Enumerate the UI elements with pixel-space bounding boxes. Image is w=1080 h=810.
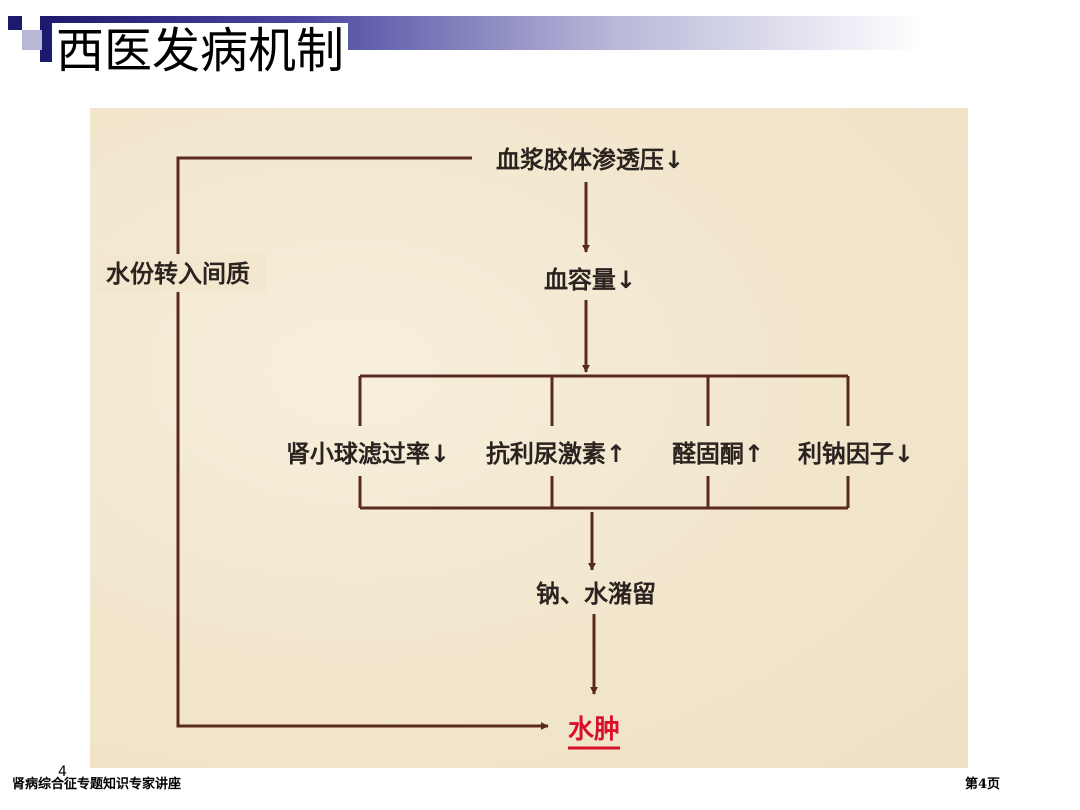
footer-page-label: 第4页 (964, 777, 1000, 792)
footer-course-title: 肾病综合征专题知识专家讲座 (12, 777, 182, 792)
title-decor-square (8, 16, 22, 30)
slide-title-text: 西医发病机制 (52, 23, 349, 79)
node-retention: 钠、水潴留 (536, 580, 656, 608)
node-blood-volume: 血容量↓ (544, 266, 636, 294)
factor-natriuretic: 利钠因子↓ (798, 440, 914, 468)
diagram-svg: 水份转入间质 血浆胶体渗透压↓ 血容量↓ 肾小球滤过率↓ 抗利尿激素↑ 醛固酮↑… (90, 146, 914, 750)
node-plasma-pressure: 血浆胶体渗透压↓ (496, 146, 684, 174)
slide-title: 西医发病机制 (52, 16, 349, 86)
footer-slide-number: 4 (58, 764, 67, 780)
loop-connector (176, 156, 549, 730)
title-decor-square (22, 30, 42, 50)
title-decor-square (40, 50, 52, 62)
loop-label: 水份转入间质 (106, 260, 250, 288)
node-edema: 水肿 (568, 715, 620, 745)
factor-adh: 抗利尿激素↑ (486, 440, 626, 468)
factor-bracket (358, 374, 850, 510)
factor-aldosterone: 醛固酮↑ (672, 440, 764, 468)
loop-label-bg (90, 254, 266, 292)
mechanism-diagram: 水份转入间质 血浆胶体渗透压↓ 血容量↓ 肾小球滤过率↓ 抗利尿激素↑ 醛固酮↑… (90, 108, 968, 768)
factor-gfr: 肾小球滤过率↓ (286, 440, 450, 468)
